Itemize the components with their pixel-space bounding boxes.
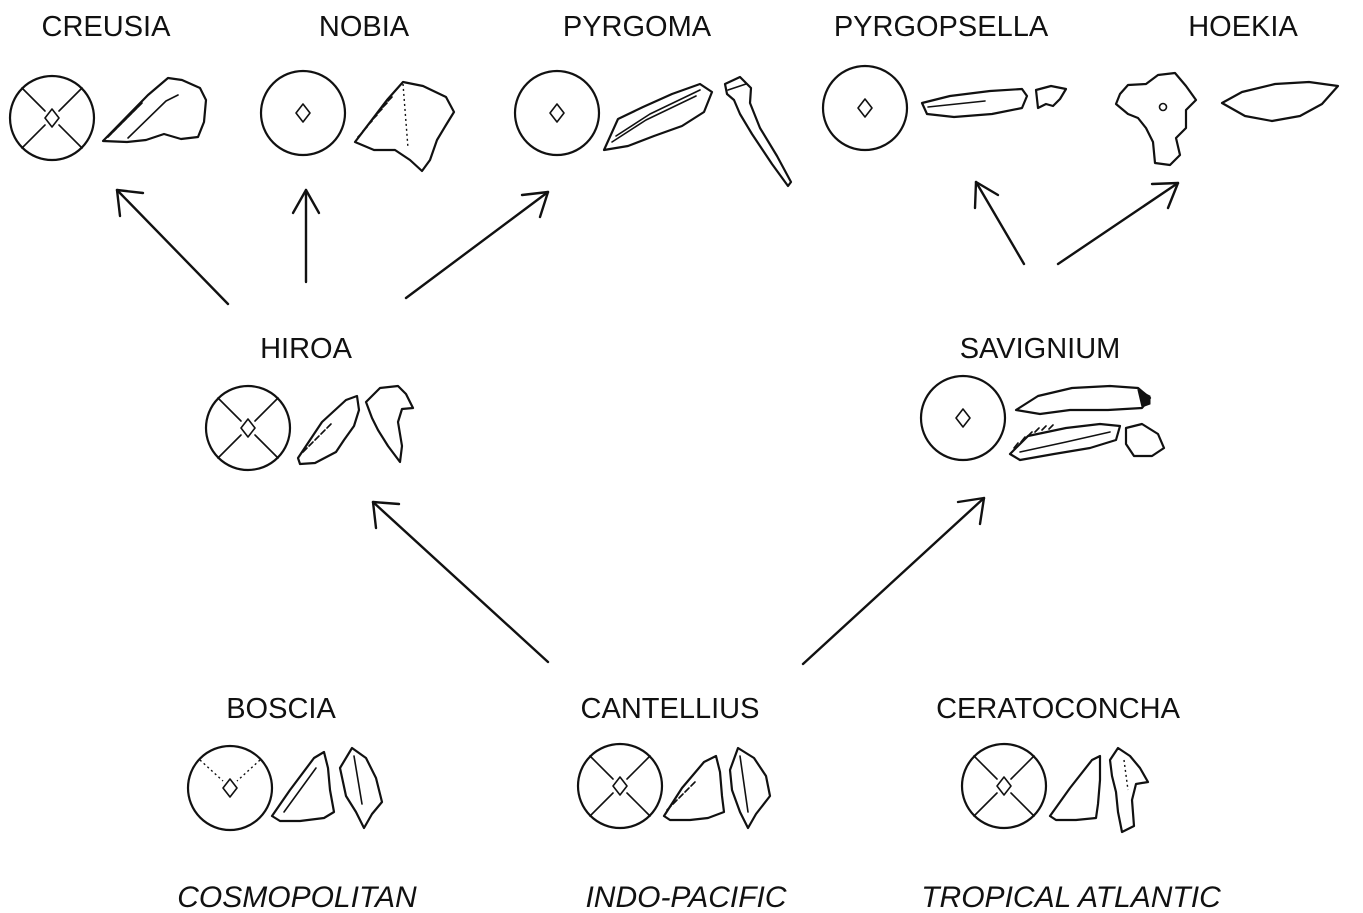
pyrgopsella-tergum [1036, 86, 1066, 108]
hiroa-tergum [366, 386, 413, 462]
cantellius-scutum [664, 756, 724, 820]
savignium-shell-diagram [921, 376, 1005, 460]
arrow-savignium-to-hoekia [1058, 183, 1178, 264]
label-creusia: CREUSIA [42, 11, 172, 43]
label-savignium: SAVIGNIUM [960, 333, 1121, 365]
arrow-cantellius-to-savignium [803, 498, 984, 664]
label-hiroa: HIROA [260, 333, 353, 365]
ceratoconcha-illustration [962, 744, 1148, 832]
nobia-illustration [261, 71, 454, 171]
region-cosmopolitan: COSMOPOLITAN [177, 881, 417, 913]
nobia-scutum [355, 82, 454, 171]
savignium-illustration [921, 376, 1164, 460]
hiroa-illustration [206, 386, 413, 470]
region-tropical-atlantic: TROPICAL ATLANTIC [921, 881, 1221, 913]
arrow-savignium-to-pyrgopsella [975, 182, 1024, 264]
label-pyrgopsella: PYRGOPSELLA [834, 11, 1049, 43]
label-ceratoconcha: CERATOCONCHA [936, 693, 1180, 725]
ceratoconcha-tergum [1110, 748, 1148, 832]
pyrgoma-shell-diagram [515, 71, 599, 155]
region-indo-pacific: INDO-PACIFIC [585, 881, 786, 913]
boscia-tergum [340, 748, 382, 828]
boscia-illustration [188, 746, 382, 830]
pyrgoma-tergum [725, 77, 791, 186]
hiroa-scutum [298, 396, 359, 464]
creusia-shell-diagram [10, 76, 94, 160]
pyrgopsella-scutum [922, 89, 1027, 117]
ceratoconcha-shell-diagram [962, 744, 1046, 828]
pyrgopsella-shell-diagram [823, 66, 907, 150]
nobia-shell-diagram [261, 71, 345, 155]
arrow-hiroa-to-creusia [117, 190, 228, 304]
hiroa-shell-diagram [206, 386, 290, 470]
arrow-hiroa-to-pyrgoma [406, 192, 548, 298]
creusia-illustration [10, 76, 206, 160]
creusia-scutum [103, 78, 206, 142]
savignium-scutum [1010, 424, 1120, 460]
hoekia-opercular-plate [1222, 82, 1338, 121]
hoekia-shell-diagram [1116, 73, 1196, 165]
pyrgoma-scutum [604, 84, 712, 150]
savignium-small-plate [1126, 424, 1164, 456]
pyrgoma-illustration [515, 71, 791, 186]
pyrgopsella-illustration [823, 66, 1066, 150]
savignium-tergum [1016, 386, 1150, 414]
cantellius-shell-diagram [578, 744, 662, 828]
boscia-shell-diagram [188, 746, 272, 830]
arrow-hiroa-to-nobia [293, 190, 319, 282]
label-nobia: NOBIA [319, 11, 410, 43]
label-cantellius: CANTELLIUS [581, 693, 760, 725]
hoekia-illustration [1116, 73, 1338, 165]
cantellius-tergum [730, 748, 770, 828]
label-hoekia: HOEKIA [1188, 11, 1298, 43]
ceratoconcha-scutum [1050, 756, 1100, 820]
cantellius-illustration [578, 744, 770, 828]
arrow-cantellius-to-hiroa [373, 502, 548, 662]
boscia-scutum [272, 752, 334, 821]
label-boscia: BOSCIA [226, 693, 336, 725]
label-pyrgoma: PYRGOMA [563, 11, 712, 43]
